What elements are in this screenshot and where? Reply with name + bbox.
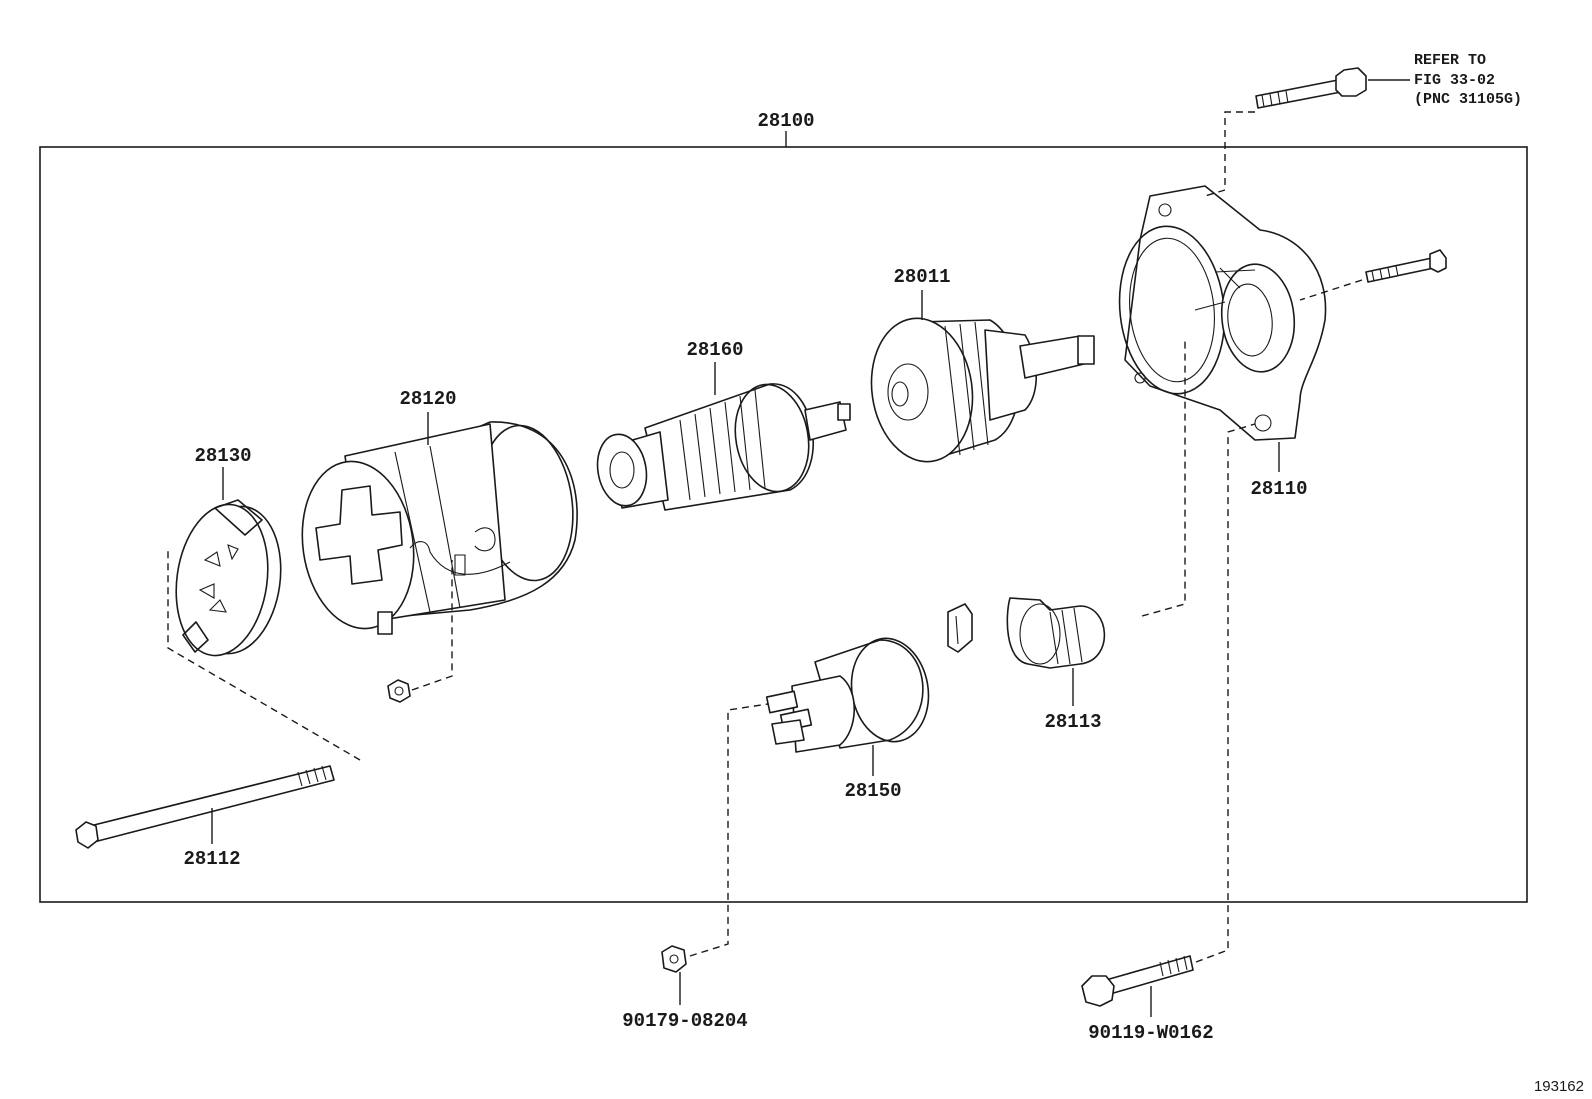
dash-nut-to-solenoid: [689, 703, 769, 957]
dash-bolt-to-housing-bottom: [1195, 423, 1256, 963]
part-28112-through-bolt[interactable]: [75, 765, 335, 849]
label-90179-08204[interactable]: 90179-08204: [622, 1010, 747, 1032]
part-28160-armature[interactable]: [592, 379, 851, 511]
label-28150[interactable]: 28150: [844, 780, 901, 802]
label-28113[interactable]: 28113: [1044, 711, 1101, 733]
part-90179-08204-nut[interactable]: [661, 945, 687, 973]
label-28110[interactable]: 28110: [1250, 478, 1307, 500]
refer-note-line2: FIG 33-02: [1414, 72, 1495, 89]
label-28100[interactable]: 28100: [757, 110, 814, 132]
part-28011-clutch[interactable]: [862, 312, 1095, 469]
label-28160[interactable]: 28160: [686, 339, 743, 361]
part-28120-yoke[interactable]: [292, 419, 583, 635]
part-28110-drive-housing[interactable]: [1112, 185, 1327, 441]
dash-topbolt-to-housing: [1204, 111, 1255, 197]
bolt-housing-right[interactable]: [1365, 249, 1447, 283]
part-28113-lever[interactable]: [1006, 597, 1106, 669]
bolt-top-refer[interactable]: [1255, 67, 1367, 109]
nut-yoke-terminal[interactable]: [387, 679, 411, 703]
label-90119-W0162[interactable]: 90119-W0162: [1088, 1022, 1213, 1044]
assembly-frame: [39, 146, 1528, 903]
figure-number: 193162: [1534, 1078, 1584, 1095]
part-28130-end-cover[interactable]: [167, 498, 290, 661]
label-28112[interactable]: 28112: [183, 848, 240, 870]
label-28120[interactable]: 28120: [399, 388, 456, 410]
part-28150-solenoid[interactable]: [765, 632, 937, 753]
label-28011[interactable]: 28011: [893, 266, 950, 288]
part-90119-W0162-bolt[interactable]: [1081, 955, 1194, 1007]
plate-small[interactable]: [947, 603, 973, 653]
label-28130[interactable]: 28130: [194, 445, 251, 467]
dash-nut-to-yoke: [411, 560, 453, 691]
refer-note-line1: REFER TO: [1414, 52, 1486, 69]
refer-note-line3: (PNC 31105G): [1414, 91, 1522, 108]
dash-lever-to-housing: [1141, 340, 1186, 617]
dash-bolt-to-cover: [167, 550, 361, 761]
dash-bolt-to-housing: [1299, 279, 1363, 301]
